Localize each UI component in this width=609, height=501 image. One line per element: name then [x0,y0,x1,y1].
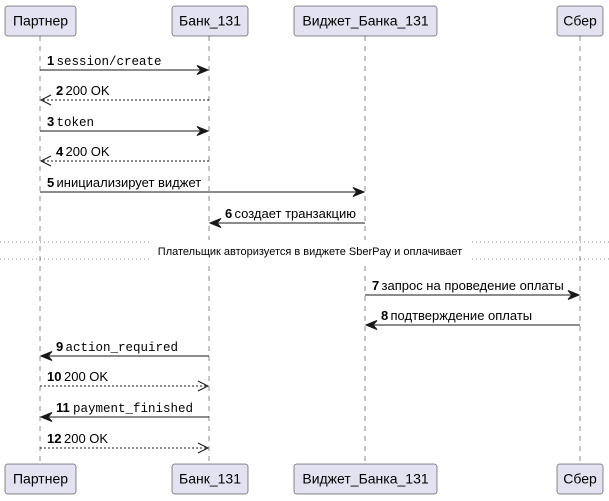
participant-box [4,463,77,495]
message-label: инициализирует виджет [57,175,202,190]
participant-label: Виджет_Банка_131 [302,471,428,487]
message-number: 9 [56,339,63,354]
arrowhead-open [197,380,210,392]
participant-box [293,463,438,495]
arrowhead [196,126,210,136]
arrowhead-open [39,94,52,106]
message-number: 11 [56,400,70,415]
message-label: подтверждение оплаты [391,308,533,323]
divider-label-bg [150,240,470,261]
arrowhead [196,65,210,75]
participant-box [293,5,438,37]
message-number: 5 [47,175,54,190]
participant-partner-top: Партнер [4,5,77,37]
message-number: 2 [56,83,63,98]
message-number: 7 [372,278,379,293]
message-label: 200 OK [66,144,110,159]
participant-label: Банк_131 [179,471,241,487]
message-label: payment_finished [73,402,193,416]
participant-bank-bottom: Банк_131 [171,463,249,495]
divider: Плательщик авторизуется в виджете SberPa… [0,240,609,261]
message-label: 200 OK [66,83,110,98]
arrowhead-open [197,442,210,454]
participant-box [4,5,77,37]
message-label: запрос на проведение оплаты [382,278,564,293]
participant-box [171,5,249,37]
message-label: 200 OK [64,431,108,446]
message-label: token [57,116,95,130]
divider-text: Плательщик авторизуется в виджете SberPa… [158,246,462,258]
participant-widget-top: Виджет_Банка_131 [293,5,438,37]
message-label: создает транзакцию [235,206,357,221]
message-number: 6 [225,206,232,221]
participant-box [556,5,604,37]
participant-label: Сбер [563,471,597,487]
participant-sber-bottom: Сбер [556,463,604,495]
arrowhead-open [39,155,52,167]
message-label: action_required [66,341,179,355]
participant-partner-bottom: Партнер [4,463,77,495]
arrowhead [208,218,222,228]
message-label: session/create [57,55,162,69]
participant-label: Сбер [563,13,597,29]
message-number: 12 [47,431,61,446]
arrowhead [352,187,366,197]
arrowhead [39,351,53,361]
arrowhead [567,290,581,300]
participant-widget-bottom: Виджет_Банка_131 [293,463,438,495]
participant-bank-top: Банк_131 [171,5,249,37]
message-number: 1 [47,53,54,68]
participant-label: Виджет_Банка_131 [302,13,428,29]
arrowhead [364,320,378,330]
participant-sber-top: Сбер [556,5,604,37]
message-number: 4 [56,144,64,159]
message-number: 10 [47,369,61,384]
participant-box [171,463,249,495]
participant-label: Партнер [13,13,68,29]
message-number: 3 [47,114,54,129]
participant-label: Партнер [13,471,68,487]
message-number: 8 [381,308,388,323]
participant-box [556,463,604,495]
participant-label: Банк_131 [179,13,241,29]
arrowhead [39,412,53,422]
message-label: 200 OK [64,369,108,384]
